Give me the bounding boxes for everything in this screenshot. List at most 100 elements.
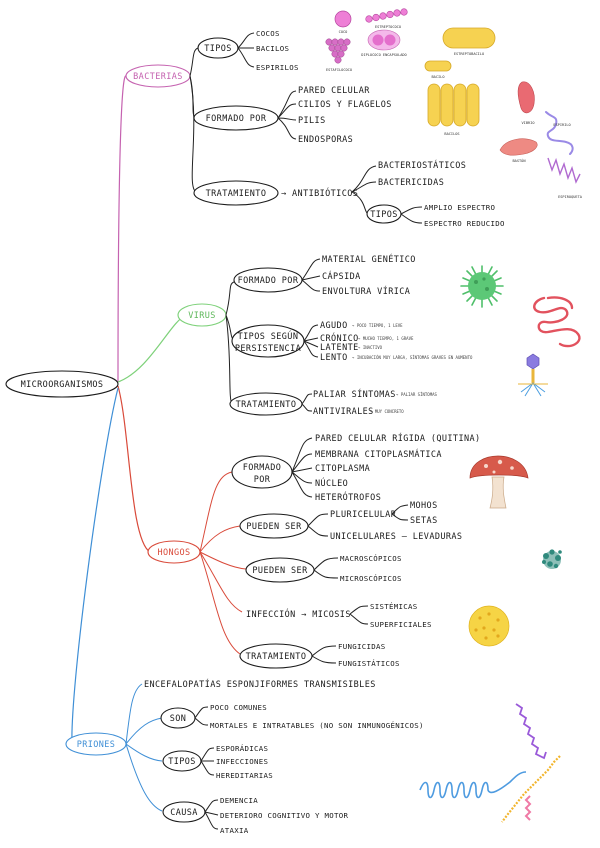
priones-intro: ENCEFALOPATÍAS ESPONJIFORMES TRANSMISIBL… — [144, 678, 376, 690]
hongos-formado-item: MEMBRANA CITOPLASMÁTICA — [315, 448, 442, 460]
bacterias-section: BACTERIAS TIPOS COCOS BACILOS ESPIRILOS … — [125, 8, 583, 228]
espiroqueta-illustration — [547, 157, 581, 184]
connector — [194, 706, 209, 726]
hongos-tratamiento-item: FUNGICIDAS — [338, 642, 386, 651]
coco-illustration — [334, 10, 352, 28]
root-node[interactable] — [5, 370, 119, 398]
bacteriophage-illustration — [518, 353, 548, 397]
connector — [351, 165, 377, 215]
hongos-pueden2-label: PUEDEN SER — [252, 566, 308, 576]
priones-tipos-item: INFECCIONES — [216, 757, 268, 766]
virus-persistencia-name: LENTO — [320, 353, 348, 363]
estafilococo-illustration — [325, 38, 351, 64]
virus-persistencia-name: CRÓNICO — [320, 332, 359, 344]
priones-label: PRIONES — [77, 740, 116, 750]
hongos-formado-item: HETERÓTROFOS — [315, 491, 381, 503]
hongos-formado-item: CITOPLASMA — [315, 464, 370, 474]
coronavirus-illustration — [460, 265, 504, 308]
connector — [237, 32, 255, 68]
vibrio-caption: VIBRIO — [522, 121, 535, 125]
priones-son-item: MORTALES E INTRATABLES (NO SON INMUNOGÉN… — [210, 721, 424, 730]
bacilo-illustration — [424, 60, 452, 72]
hongos-infeccion-item: SISTÉMICAS — [370, 602, 418, 611]
hongos-pluricelular: PLURICELULAR — [330, 510, 397, 520]
priones-tipos-item: HEREDITARIAS — [216, 771, 273, 780]
hongos-pueden2-item: MICROSCÓPICOS — [340, 574, 402, 583]
bacterias-tratamiento-tipos-label: TIPOS — [370, 210, 398, 220]
virus-formado-label: FORMADO POR — [238, 276, 299, 286]
hongos-formado-item: PARED CELULAR RÍGIDA (QUITINA) — [315, 432, 481, 444]
virus-persistencia-note: → POCO TIEMPO, 1 LEVE — [352, 323, 403, 328]
connector — [189, 75, 197, 193]
baston-caption: BASTÓN — [513, 158, 526, 163]
diplococo-caption: DIPLOCOCO ENCAPSULADO — [361, 53, 406, 57]
virus-formado-item: CÁPSIDA — [322, 270, 361, 282]
virus-persistencia-note: → INACTIVO — [358, 345, 383, 350]
bacterias-formado-item: CILIOS Y FLAGELOS — [298, 100, 392, 110]
bacterias-antibioticos: → ANTIBIÓTICOS — [281, 187, 358, 199]
priones-causa-item: DETERIORO COGNITIVO Y MOTOR — [220, 811, 348, 820]
hongos-section: HONGOS FORMADO POR PARED CELULAR RÍGIDA … — [147, 432, 562, 669]
bacterias-tipos-item: ESPIRILOS — [256, 63, 299, 72]
bacterias-formado-item: PILIS — [298, 116, 326, 126]
virus-formado-item: ENVOLTURA VÍRICA — [322, 285, 410, 297]
espiroqueta-caption: ESPIROQUETA — [558, 195, 583, 199]
virus-persistencia-name: LATENTE — [320, 343, 359, 353]
coco-caption: COCO — [339, 30, 348, 34]
priones-causa-item: DEMENCIA — [220, 796, 258, 805]
baston-illustration — [499, 138, 538, 156]
estafilococo-caption: ESTAFILOCOCO — [326, 68, 352, 72]
virus-formado-item: MATERIAL GENÉTICO — [322, 253, 416, 265]
virus-persistencia-label-line: TIPOS SEGÚN — [238, 330, 299, 342]
espirilo-caption: ESPIRILO — [553, 123, 570, 127]
hongos-tratamiento-label: TRATAMIENTO — [246, 652, 307, 662]
connector — [301, 258, 321, 292]
estreptobacilo-caption: ESTREPTOBACILO — [454, 52, 484, 56]
virus-persistencia-note: → INCUBACIÓN MUY LARGA, SÍNTOMAS GRAVES … — [352, 355, 473, 360]
bacterias-tipos-item: BACILOS — [256, 44, 289, 53]
espirilo-illustration — [545, 111, 574, 155]
hongos-formado-label-line: POR — [254, 475, 271, 485]
bacterias-formado-item: ENDOSPORAS — [298, 135, 353, 145]
hongos-pueden2-item: MACROSCÓPICOS — [340, 554, 402, 563]
bacterias-tratamiento-tipos-item: AMPLIO ESPECTRO — [424, 203, 495, 212]
priones-son-item: POCO COMUNES — [210, 703, 267, 712]
priones-causa-item: ATAXIA — [220, 826, 249, 835]
prion-strand-yellow-illustration — [501, 755, 561, 823]
rna-strand-illustration — [533, 296, 581, 348]
prion-strand-blue-illustration — [419, 771, 527, 799]
bacterias-tratamiento-item: BACTERIOSTÁTICOS — [378, 159, 466, 171]
bacterias-label: BACTERIAS — [133, 72, 183, 82]
bacterias-formado-item: PARED CELULAR — [298, 86, 370, 96]
connector — [277, 90, 297, 140]
bacterias-formado-label: FORMADO POR — [206, 114, 267, 124]
priones-section: PRIONES ENCEFALOPATÍAS ESPONJIFORMES TRA… — [65, 678, 561, 835]
hongos-label: HONGOS — [157, 548, 190, 558]
connector — [391, 504, 409, 521]
bacilos-caption: BACILOS — [444, 132, 459, 136]
priones-son-label: SON — [170, 714, 187, 724]
bacterias-tratamiento-label: TRATAMIENTO — [206, 189, 267, 199]
priones-causa-label: CAUSA — [170, 808, 198, 818]
root-label: MICROORGANISMOS — [21, 380, 104, 390]
branch-lines — [71, 75, 187, 745]
hongos-pluri-item: MOHOS — [410, 501, 438, 511]
estreptococo-illustration — [365, 8, 408, 23]
bacilo-caption: BACILO — [432, 75, 445, 79]
bacterias-tratamiento-node[interactable] — [193, 180, 279, 206]
hongos-formado-item: NÚCLEO — [315, 477, 348, 489]
connector — [311, 645, 337, 664]
mold-illustration — [542, 549, 562, 569]
hongos-tratamiento-item: FUNGISTÁTICOS — [338, 659, 400, 668]
connector — [189, 47, 199, 77]
hongos-infeccion-label: INFECCIÓN → MICOSIS — [246, 608, 351, 620]
mushroom-illustration — [469, 455, 529, 509]
hongos-unicelulares: UNICELULARES — LEVADURAS — [330, 532, 462, 542]
bacteria-illustrations: COCO ESTREPTOCOCO ESTAFILOCOCO DIPLOCOCO… — [325, 8, 583, 199]
estreptobacilo-illustration — [442, 27, 496, 49]
virus-tratamiento-item: ANTIVIRALES — [313, 407, 374, 417]
bacterias-tipos-label: TIPOS — [204, 44, 232, 54]
virus-persistencia-note: → MUCHO TIEMPO, 1 GRAVE — [358, 336, 414, 341]
connector — [301, 393, 313, 412]
